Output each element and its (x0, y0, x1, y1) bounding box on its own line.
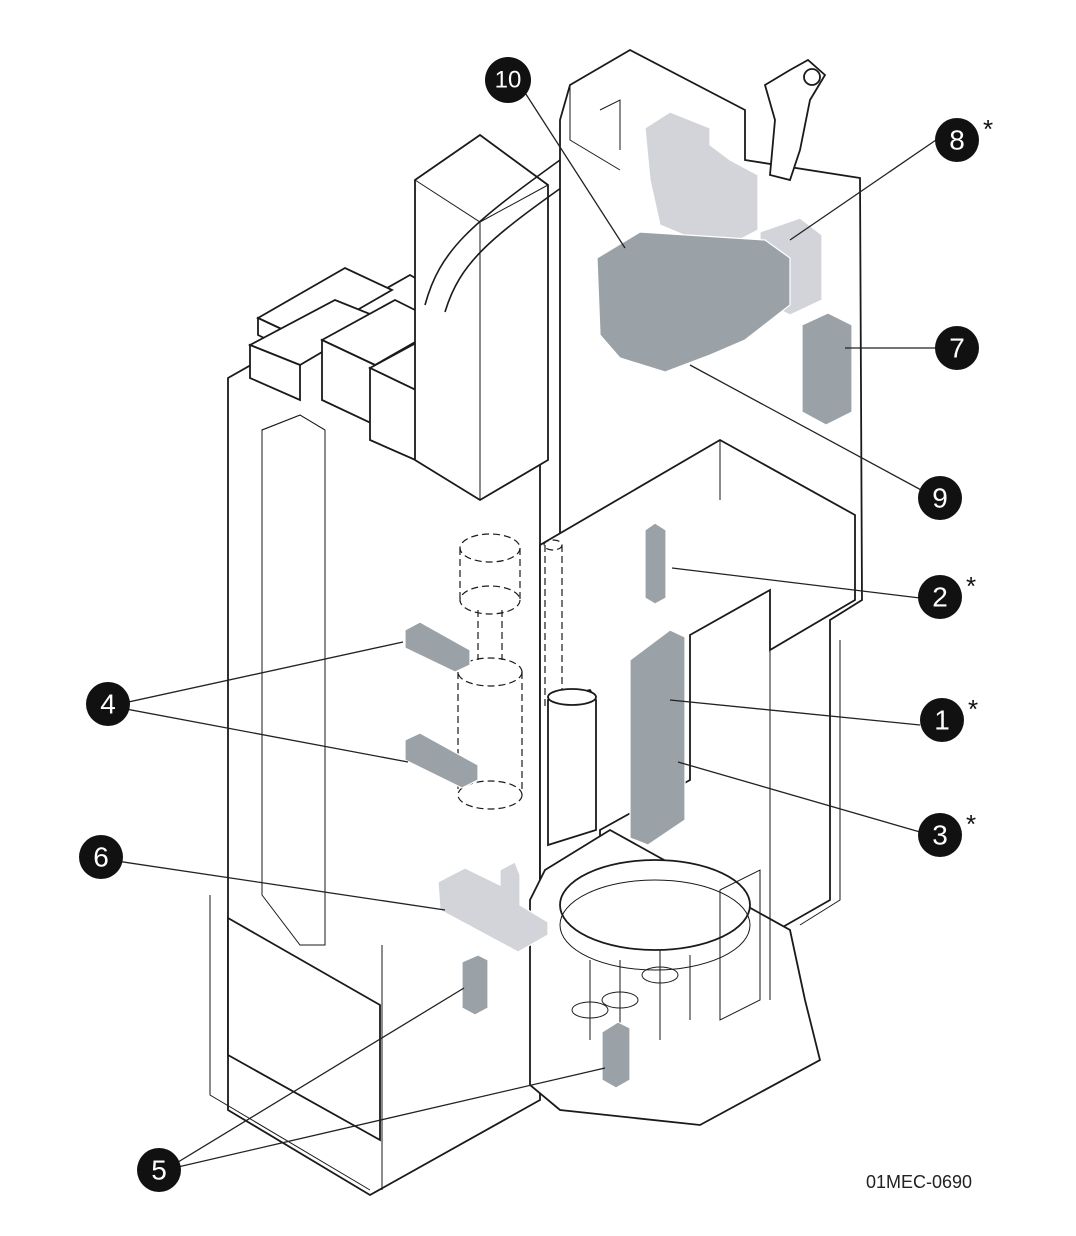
callout-badge (79, 835, 123, 879)
callout-7: 7 (935, 326, 979, 370)
callout-9: 9 (918, 476, 962, 520)
callout-number: 1 (934, 705, 950, 736)
part-6 (437, 861, 549, 953)
callout-badge (935, 118, 979, 162)
part-8-upper (644, 111, 759, 251)
highlighted-parts (404, 111, 853, 1089)
part-9-10-block (596, 231, 791, 373)
callout-badge (918, 575, 962, 619)
callout-number: 8 (949, 125, 965, 156)
hidden-shaft (457, 533, 563, 810)
callout-3: 3 * (918, 809, 976, 857)
callout-asterisk: * (966, 809, 976, 839)
callout-badge (935, 326, 979, 370)
callout-asterisk: * (966, 571, 976, 601)
callout-badge (920, 698, 964, 742)
leader-lines (109, 87, 937, 1171)
callout-5: 5 (137, 1148, 181, 1192)
callout-asterisk: * (968, 694, 978, 724)
callout-8: 8 * (935, 114, 993, 162)
callout-number: 7 (949, 333, 965, 364)
callout-number: 9 (932, 483, 948, 514)
callout-badge (918, 476, 962, 520)
callout-badge (137, 1148, 181, 1192)
callout-1: 1 * (920, 694, 978, 742)
part-2 (644, 522, 667, 605)
part-4-upper (404, 621, 471, 673)
figure-id-label: 01MEC-0690 (866, 1172, 973, 1192)
callout-number: 3 (932, 820, 948, 851)
part-5-left (461, 954, 489, 1016)
callout-4: 4 (86, 682, 130, 726)
callout-number: 10 (495, 67, 522, 94)
part-4-lower (404, 732, 479, 789)
left-window (227, 916, 381, 1142)
callout-2: 2 * (918, 571, 976, 619)
callout-number: 4 (100, 689, 116, 720)
callout-10: 10 (485, 57, 531, 103)
callout-number: 2 (932, 582, 948, 613)
part-5-right (601, 1021, 631, 1089)
assembly-line-art (209, 48, 863, 1197)
callout-badge (918, 813, 962, 857)
callout-6: 6 (79, 835, 123, 879)
callout-number: 5 (151, 1155, 167, 1186)
callout-badge (86, 682, 130, 726)
callout-asterisk: * (983, 114, 993, 144)
center-tower (414, 133, 549, 502)
part-7 (801, 312, 853, 426)
callout-number: 6 (93, 842, 109, 873)
callout-badge (485, 57, 531, 103)
part-1-3-unit (629, 629, 686, 846)
